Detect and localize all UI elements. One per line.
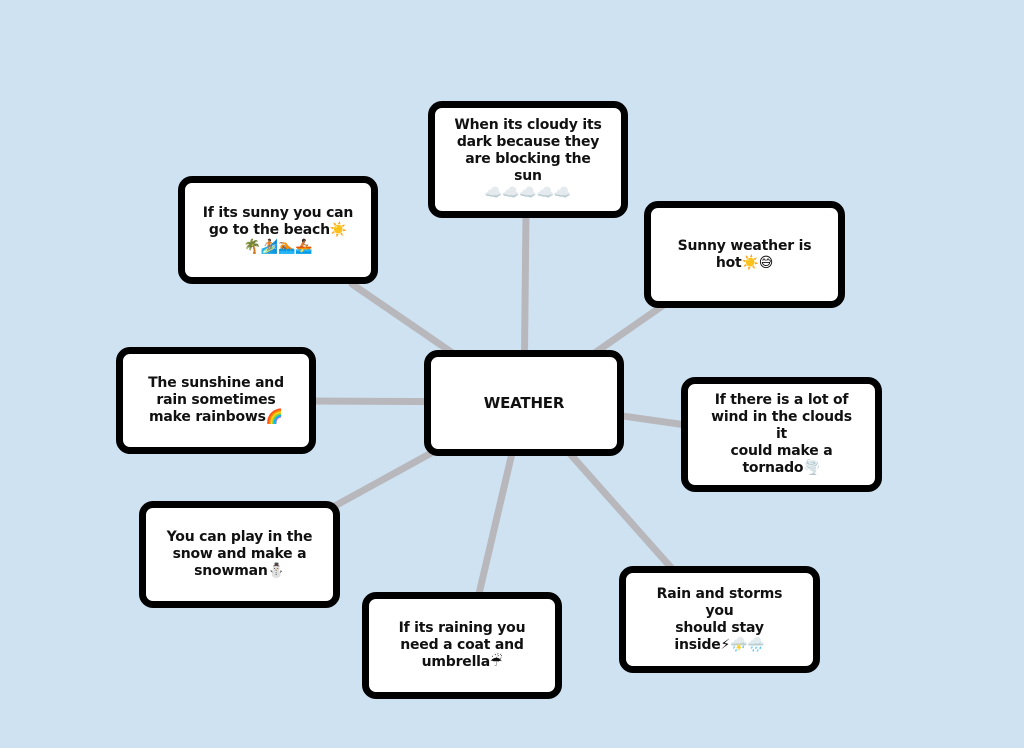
node-beach[interactable]: If its sunny you can go to the beach☀️ 🌴… xyxy=(178,176,378,284)
node-rainbow-label: The sunshine and rain sometimes make rai… xyxy=(148,375,284,425)
node-snow[interactable]: You can play in the snow and make a snow… xyxy=(139,501,340,608)
center-node-label: WEATHER xyxy=(483,393,565,412)
node-beach-label: If its sunny you can go to the beach☀️ 🌴… xyxy=(202,204,354,255)
node-umbrella[interactable]: If its raining you need a coat and umbre… xyxy=(362,592,562,699)
node-storms[interactable]: Rain and storms you should stay inside⚡⛈… xyxy=(619,566,820,673)
node-umbrella-label: If its raining you need a coat and umbre… xyxy=(398,620,526,670)
node-rainbow[interactable]: The sunshine and rain sometimes make rai… xyxy=(116,347,316,454)
node-storms-label: Rain and storms you should stay inside⚡⛈… xyxy=(656,585,783,653)
center-node[interactable]: WEATHER xyxy=(424,350,624,456)
node-cloudy[interactable]: When its cloudy its dark because they ar… xyxy=(428,101,628,218)
node-hot[interactable]: Sunny weather is hot☀️😅 xyxy=(644,201,845,308)
node-tornado[interactable]: If there is a lot of wind in the clouds … xyxy=(681,377,882,492)
node-tornado-label: If there is a lot of wind in the clouds … xyxy=(711,392,852,476)
node-cloudy-label: When its cloudy its dark because they ar… xyxy=(454,117,602,201)
node-hot-label: Sunny weather is hot☀️😅 xyxy=(677,237,812,271)
node-snow-label: You can play in the snow and make a snow… xyxy=(166,529,313,579)
